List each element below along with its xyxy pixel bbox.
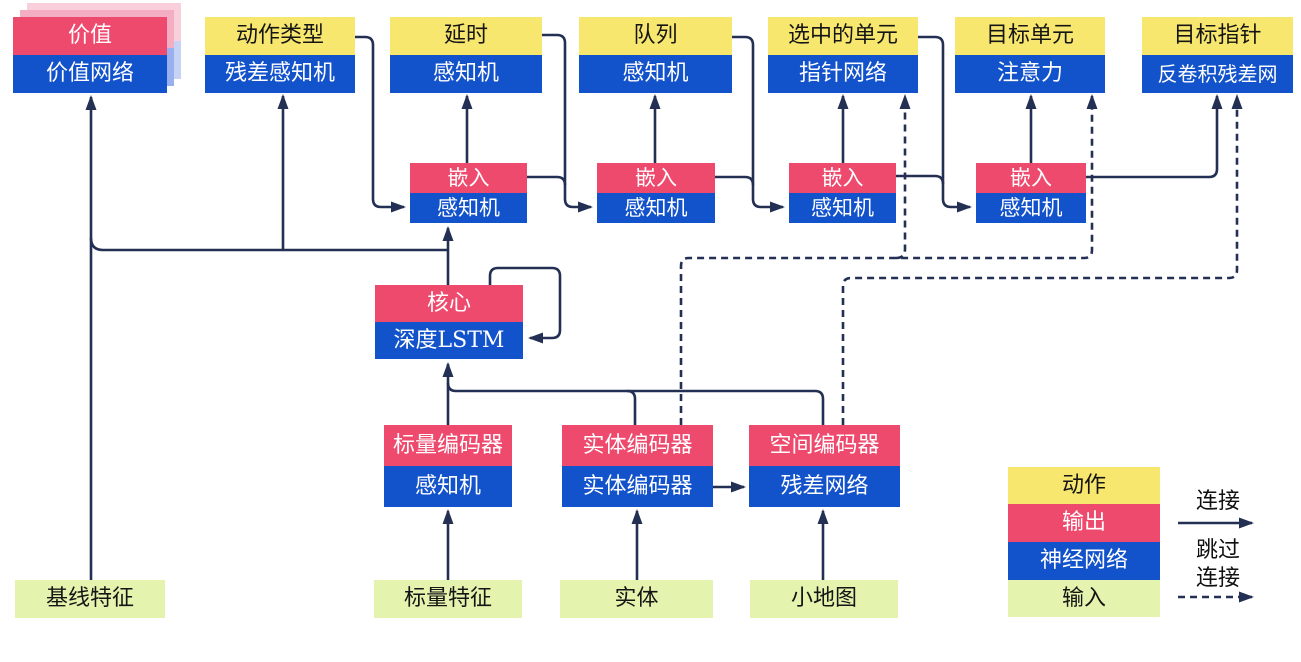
head-action-type: 动作类型 残差感知机	[205, 17, 355, 93]
head-queue-action-label: 队列	[579, 17, 732, 55]
embed4-output-label: 嵌入	[976, 163, 1086, 193]
core-output-label: 核心	[375, 285, 523, 322]
encoder-entity: 实体编码器 实体编码器	[562, 425, 713, 507]
edge-queue-to-embed3	[732, 35, 785, 213]
head-value-output-label: 价值	[13, 17, 167, 55]
core-network-label: 深度LSTM	[375, 322, 523, 359]
embed2: 嵌入 感知机	[597, 163, 715, 223]
head-queue-network-label: 感知机	[579, 55, 732, 93]
encoder-scalar: 标量编码器 感知机	[384, 425, 512, 507]
input-baseline-features: 基线特征	[15, 580, 165, 618]
encoder-spatial-network-label: 残差网络	[749, 466, 900, 507]
head-delay-action-label: 延时	[390, 17, 542, 55]
head-delay-network-label: 感知机	[390, 55, 542, 93]
head-value-network-label: 价值网络	[13, 55, 167, 93]
edge-embed4-to-target-point	[1086, 94, 1223, 179]
embed1: 嵌入 感知机	[410, 163, 527, 223]
edge-embed2-right-merge	[715, 175, 755, 186]
head-selected-units: 选中的单元 指针网络	[768, 17, 918, 93]
embed2-output-label: 嵌入	[597, 163, 715, 193]
input-scalar-features: 标量特征	[374, 580, 522, 618]
legend-connection-label: 连接	[1195, 489, 1240, 514]
encoder-scalar-output-label: 标量编码器	[384, 425, 512, 466]
encoder-entity-output-label: 实体编码器	[562, 425, 713, 466]
embed2-network-label: 感知机	[597, 193, 715, 223]
embed3: 嵌入 感知机	[789, 163, 896, 223]
edge-entity-encoder-bus	[626, 389, 637, 425]
embed3-output-label: 嵌入	[789, 163, 896, 193]
legend-skip-label-line1: 跳过	[1195, 538, 1240, 563]
skip-entity-to-selected-units	[895, 94, 911, 260]
head-delay: 延时 感知机	[390, 17, 542, 93]
embed1-network-label: 感知机	[410, 193, 527, 223]
legend-network-swatch: 神经网络	[1008, 542, 1160, 580]
skip-entity-to-target-unit	[679, 94, 1098, 425]
encoder-spatial: 空间编码器 残差网络	[749, 425, 900, 507]
head-target-unit-network-label: 注意力	[955, 55, 1105, 93]
embed1-output-label: 嵌入	[410, 163, 527, 193]
input-entities: 实体	[560, 580, 713, 618]
encoder-scalar-network-label: 感知机	[384, 466, 512, 507]
edge-core-output-bus	[89, 237, 448, 252]
edge-delay-to-embed2	[542, 33, 593, 213]
head-action-type-network-label: 残差感知机	[205, 55, 355, 93]
edge-core-self-loop	[488, 266, 562, 344]
head-target-unit-action-label: 目标单元	[955, 17, 1105, 55]
legend-skip-label-line2: 连接	[1195, 566, 1240, 591]
edge-action-type-to-embed1	[355, 35, 406, 213]
head-value: 价值 价值网络	[13, 17, 167, 93]
edge-spatial-encoder-bus	[446, 382, 825, 425]
head-action-type-action-label: 动作类型	[205, 17, 355, 55]
head-queue: 队列 感知机	[579, 17, 732, 93]
core: 核心 深度LSTM	[375, 285, 523, 359]
legend: 动作 输出 神经网络 输入	[1008, 467, 1160, 617]
edge-embed3-right-merge	[896, 174, 945, 185]
encoder-entity-network-label: 实体编码器	[562, 466, 713, 507]
legend-action-swatch: 动作	[1008, 467, 1160, 504]
legend-output-swatch: 输出	[1008, 504, 1160, 542]
head-selected-units-network-label: 指针网络	[768, 55, 918, 93]
head-target-point-action-label: 目标指针	[1142, 17, 1293, 55]
edge-selected-units-to-embed4	[918, 35, 972, 213]
encoder-spatial-output-label: 空间编码器	[749, 425, 900, 466]
legend-input-swatch: 输入	[1008, 580, 1160, 617]
head-target-point: 目标指针 反卷积残差网	[1142, 17, 1293, 93]
input-minimap: 小地图	[750, 580, 898, 618]
head-target-unit: 目标单元 注意力	[955, 17, 1105, 93]
edge-embed1-right-merge	[527, 175, 567, 186]
embed4-network-label: 感知机	[976, 193, 1086, 223]
head-selected-units-action-label: 选中的单元	[768, 17, 918, 55]
skip-spatial-to-target-point	[841, 94, 1243, 425]
head-target-point-network-label: 反卷积残差网	[1142, 55, 1293, 93]
embed4: 嵌入 感知机	[976, 163, 1086, 223]
embed3-network-label: 感知机	[789, 193, 896, 223]
